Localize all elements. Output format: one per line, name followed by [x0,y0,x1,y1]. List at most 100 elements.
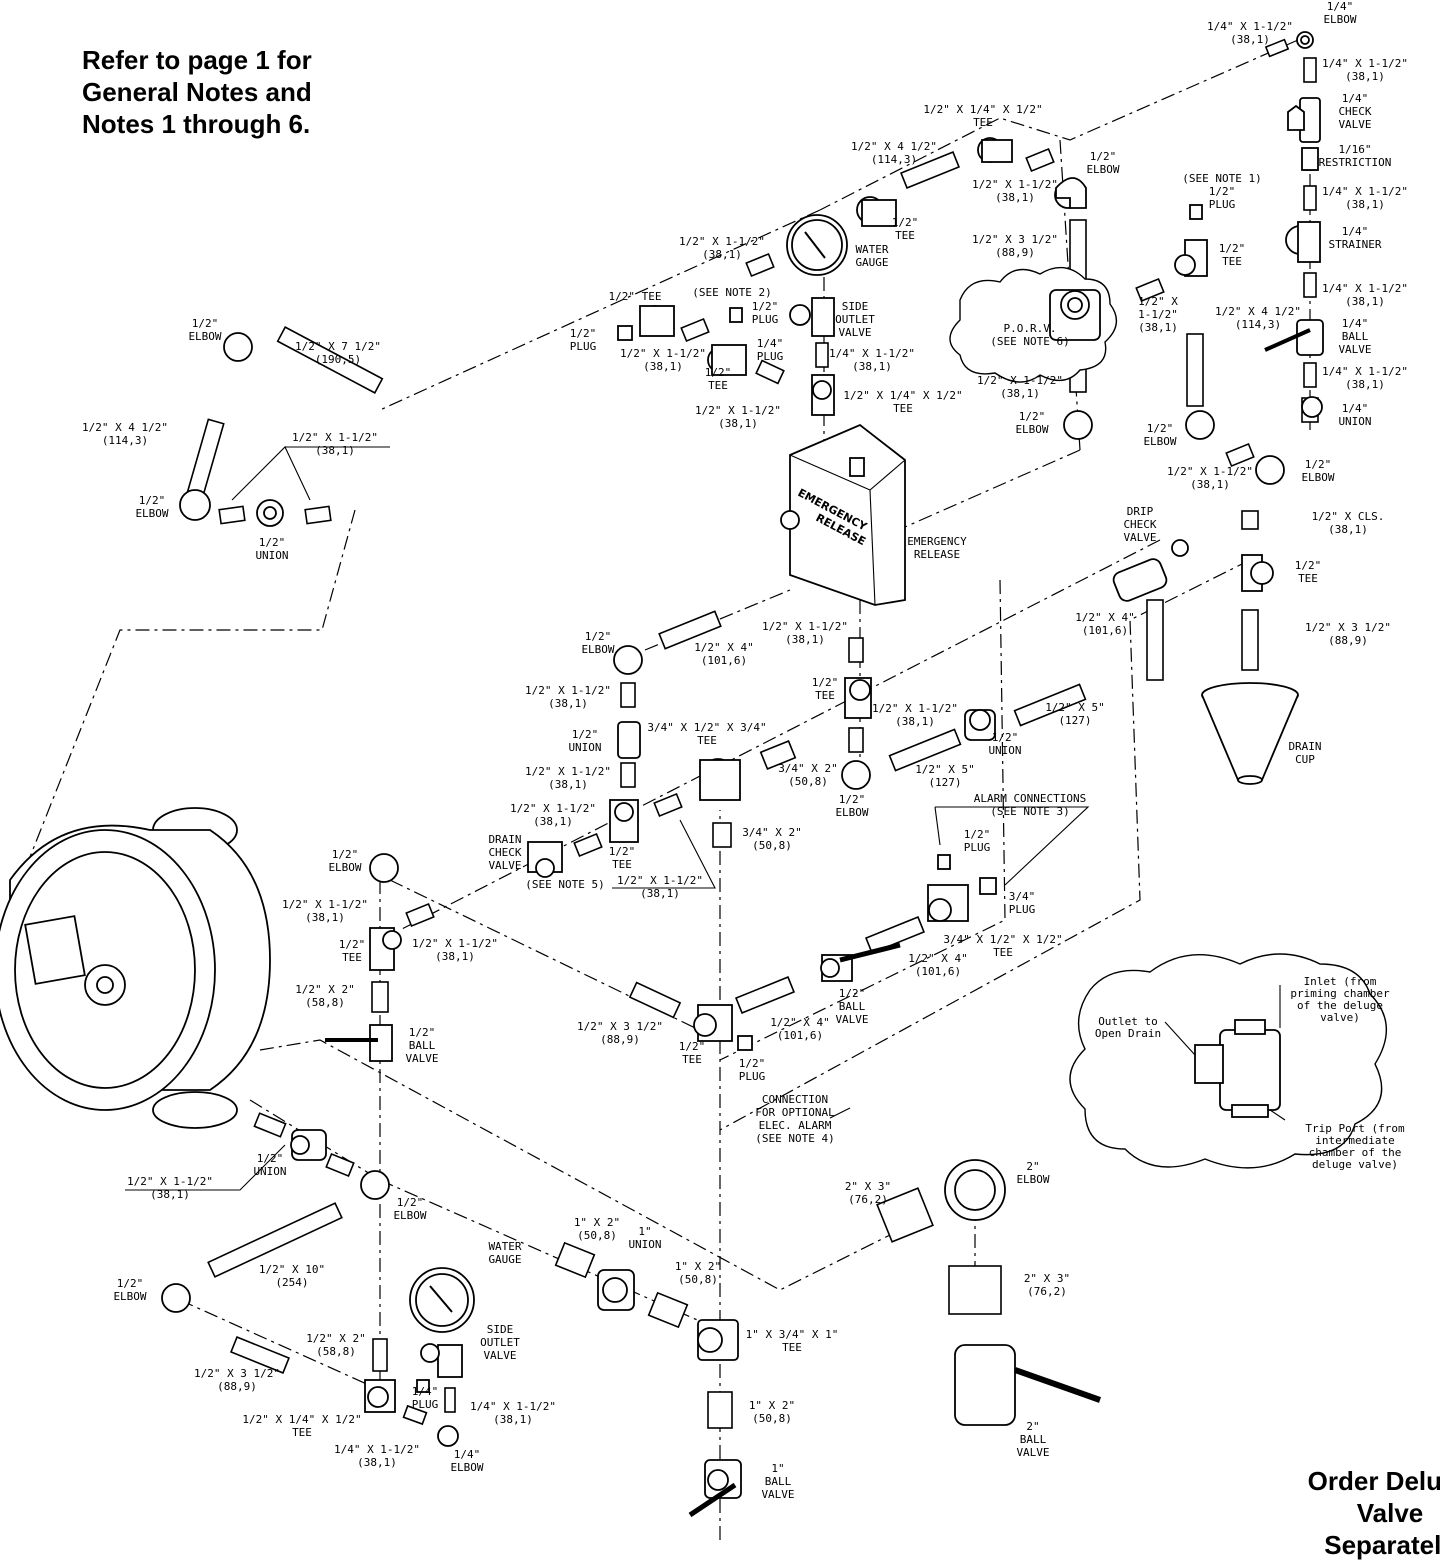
label-line: EMERGENCY [907,535,967,548]
label-line: (101,6) [777,1029,823,1042]
label-line: 1/2" X 4" [694,641,754,654]
label-line: 1/2" [892,216,919,229]
label-line: 1/2" X 1-1/2" [412,937,498,950]
label-line: 2" X 3" [1024,1272,1070,1285]
tee-mid-bottom-label: 1/2"TEE [679,1040,706,1066]
label-line: RESTRICTION [1319,156,1392,169]
nipple-right-1-label: 1/2" X 1-1/2"(38,1) [1167,465,1253,491]
label-line: 1/2" X 7 1/2" [295,340,381,353]
fittings [161,31,1324,1518]
label-line: ELBOW [1086,163,1119,176]
label-line: (38,1) [643,360,683,373]
one-inch-2-b-label: 1" X 2"(50,8) [675,1260,721,1286]
nipple-left-lower-label: 1/2" X 1-1/2"(38,1) [282,898,368,924]
label-line: 2" [1026,1160,1039,1173]
label-line: (254) [275,1276,308,1289]
label-line: 1/2" [570,327,597,340]
nipple-4half-top-label: 1/2" X 4 1/2"(114,3) [851,140,937,166]
label-line: UNION [253,1165,286,1178]
label-line: ELBOW [1143,435,1176,448]
label-line: (38,1) [533,815,573,828]
label-line: PLUG [739,1070,766,1083]
nipple-drain-label: 1/2" X 3 1/2"(88,9) [1305,621,1391,647]
label-line: VALVE [835,1013,868,1026]
nipple-lower-underline-label: 1/2" X 1-1/2"(38,1) [127,1175,213,1201]
label-line: UNION [988,744,1021,757]
label-line: TEE [993,946,1013,959]
label-line: WATER [855,243,888,256]
tee-alarm-label: 3/4" X 1/2" X 1/2"TEE [943,933,1062,959]
label-line: RELEASE [914,548,960,561]
label-line: (38,1) [640,887,680,900]
one-inch-2-c-label: 1" X 2"(50,8) [749,1399,795,1425]
label-line: 1" X 2" [574,1216,620,1229]
alarm-connections-label: ALARM CONNECTIONS(SEE NOTE 3) [974,792,1087,818]
label-line: (SEE NOTE 2) [692,286,771,299]
label-line: (127) [1058,714,1091,727]
tee-left-top-label: 1/2" TEE [609,290,662,303]
label-line: 1/2" X 1-1/2" [620,347,706,360]
label-line: UNION [568,741,601,754]
label-line: SIDE [487,1323,514,1336]
label-line: Inlet (from [1304,975,1377,988]
label-line: VALVE [1338,118,1371,131]
nipple-porv-below-label: 1/2" X 1-1/2"(38,1) [977,374,1063,400]
label-line: (101,6) [701,654,747,667]
elbow-porv-label: 1/2"ELBOW [1015,410,1048,436]
label-line: 1/2" [139,494,166,507]
label-line: 1/2" [1019,410,1046,423]
union-left-label: 1/2"UNION [255,536,288,562]
label-line: 1/2" X 4 1/2" [851,140,937,153]
label-line: (58,8) [316,1345,356,1358]
one-inch-union-label: 1"UNION [628,1225,661,1251]
label-line: (190,5) [315,353,361,366]
label-line: 1/2" [409,1026,436,1039]
label-line: 1/2" X 2" [306,1332,366,1345]
label-line: ELBOW [450,1461,483,1474]
label-line: 1" X 2" [675,1260,721,1273]
label-line: (38,1) [305,911,345,924]
label-line: BALL [1342,330,1369,343]
label-line: 1/2" X 1-1/2" [872,702,958,715]
q-nipple-3-label: 1/4" X 1-1/2"(38,1) [1322,185,1408,211]
label-line: UNION [255,549,288,562]
label-line: TEE [893,402,913,415]
label-line: 1/2" X 1/4" X 1/2" [923,103,1042,116]
label-line: FOR OPTIONAL [755,1106,835,1119]
label-line: 1/4" X 1-1/2" [1322,365,1408,378]
label-line: (127) [928,776,961,789]
label-line: VALVE [1338,343,1371,356]
label-line: TEE [708,379,728,392]
label-line: ELBOW [393,1209,426,1222]
label-line: PLUG [757,350,784,363]
nipple-mid-b-label: 1/2" X 1-1/2"(38,1) [525,765,611,791]
label-line: 3/4" X 2" [778,762,838,775]
nipple-5-b-label: 1/2" X 5"(127) [915,763,975,789]
label-line: 1/2" [609,845,636,858]
nipple-alarm-label: 1/2" X 4"(101,6) [908,952,968,978]
q-strainer-label: 1/4"STRAINER [1329,225,1382,251]
label-line: (38,1) [435,950,475,963]
label-line: intermediate [1315,1134,1394,1147]
label-line: (50,8) [788,775,828,788]
label-line: ELBOW [1301,471,1334,484]
union-mid-label: 1/2"UNION [568,728,601,754]
porv-cloud [949,266,1118,383]
label-line: 1/2" [1295,559,1322,572]
label-line: (38,1) [702,248,742,261]
union-lower-label: 1/2"UNION [253,1152,286,1178]
label-line: (38,1) [315,444,355,457]
label-line: (114,3) [871,153,917,166]
label-line: ELBOW [135,507,168,520]
nipple-drip-label: 1/2" X 4"(101,6) [1075,611,1135,637]
union-mid-right-label: 1/2"UNION [988,731,1021,757]
nipple-below-box-label: 1/2" X 1-1/2"(38,1) [762,620,848,646]
label-line: 1/4" X 1-1/2" [1322,185,1408,198]
q-nipple-5-label: 1/4" X 1-1/2"(38,1) [1322,365,1408,391]
